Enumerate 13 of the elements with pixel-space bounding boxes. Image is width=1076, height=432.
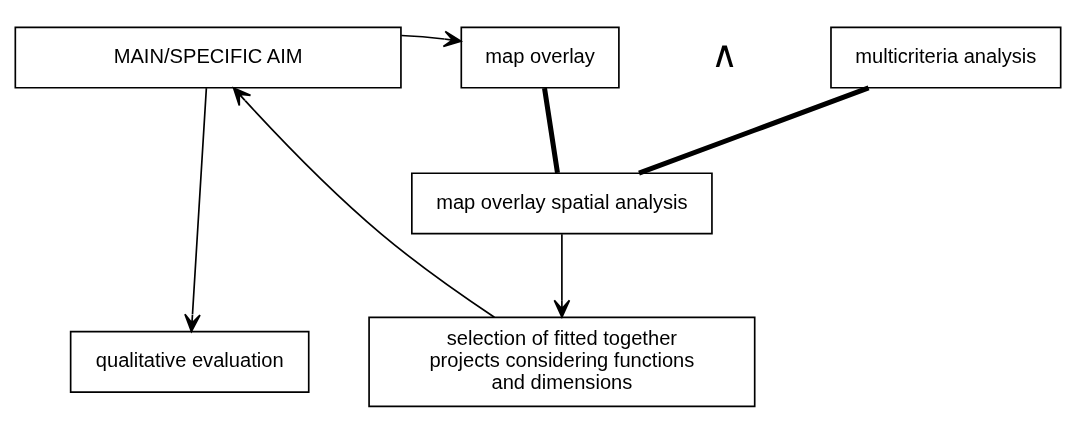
arrow xyxy=(232,87,496,319)
node-box: MAIN/SPECIFIC AIM xyxy=(14,26,402,89)
connector xyxy=(542,87,560,174)
node-box: map overlay spatial analysis xyxy=(411,172,713,235)
node-box: selection of fitted together projects considering functions and dimensions xyxy=(368,316,756,408)
connector xyxy=(638,85,870,176)
arrow xyxy=(184,87,208,333)
node-box: qualitative evaluation xyxy=(69,330,310,393)
label: ∧ xyxy=(711,33,739,75)
node-box: map overlay xyxy=(460,26,620,89)
arrow xyxy=(553,233,571,318)
arrow xyxy=(400,30,462,48)
node-box: multicriteria analysis xyxy=(830,26,1062,89)
